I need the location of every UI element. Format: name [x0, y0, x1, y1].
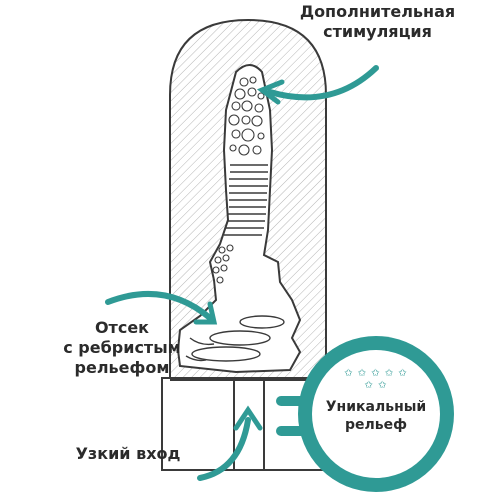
label-ribbed-section-line3: рельефом — [74, 358, 170, 377]
label-extra-stimulation: Дополнительная стимуляция — [290, 2, 465, 42]
badge-label: Уникальный рельеф — [320, 398, 432, 434]
unique-relief-badge — [276, 336, 454, 492]
label-extra-stimulation-line2: стимуляция — [323, 22, 432, 41]
callout-arrows — [105, 65, 379, 481]
badge-label-line2: рельеф — [344, 417, 407, 433]
label-ribbed-section: Отсек с ребристым рельефом — [62, 318, 182, 378]
badge-stars: ✩ ✩ ✩ ✩ ✩ ✩ ✩ — [344, 368, 408, 391]
inner-channel — [176, 64, 302, 374]
label-narrow-entrance: Узкий вход — [75, 444, 181, 463]
badge-label-line1: Уникальный — [325, 399, 427, 415]
label-ribbed-section-line1: Отсек — [94, 318, 150, 337]
label-ribbed-section-line2: с ребристым — [63, 338, 181, 357]
label-extra-stimulation-line1: Дополнительная — [299, 2, 456, 21]
